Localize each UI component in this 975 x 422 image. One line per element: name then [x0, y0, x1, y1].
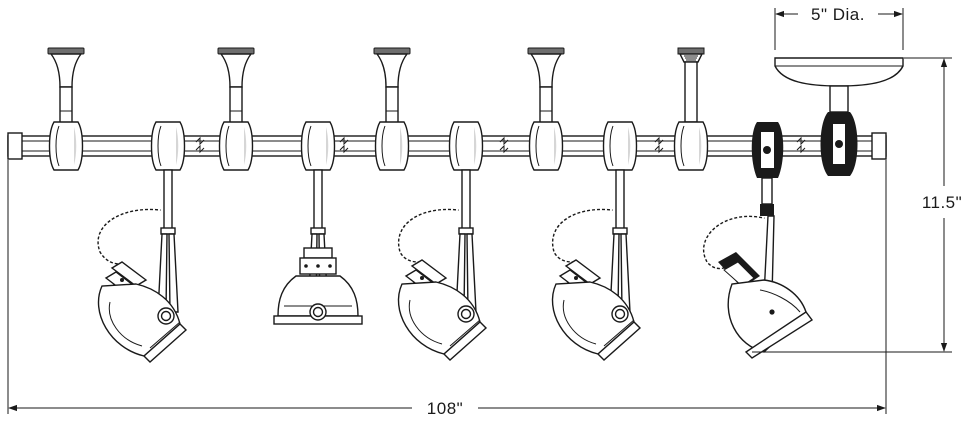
swivel-coupler [751, 122, 784, 216]
standoff-threaded [673, 47, 709, 171]
lamp-head-5 [702, 215, 814, 359]
standoff-2 [217, 47, 255, 171]
dimension-height: 11.5" [752, 57, 962, 353]
lamp-head-3 [397, 121, 487, 361]
dimension-canopy-diameter: 5" Dia. [774, 5, 904, 50]
canopy-diameter-label: 5" Dia. [811, 5, 865, 24]
length-label: 108" [427, 399, 463, 418]
standoff-3 [373, 47, 411, 171]
height-label: 11.5" [922, 193, 962, 212]
standoff-1 [47, 47, 85, 171]
canopy-mount [774, 57, 904, 176]
lamp-head-4 [551, 121, 641, 361]
standoff-4 [527, 47, 565, 171]
lamp-head-2 [273, 121, 363, 325]
lamp-head-1 [97, 121, 187, 363]
dimension-length: 108" [7, 160, 887, 418]
